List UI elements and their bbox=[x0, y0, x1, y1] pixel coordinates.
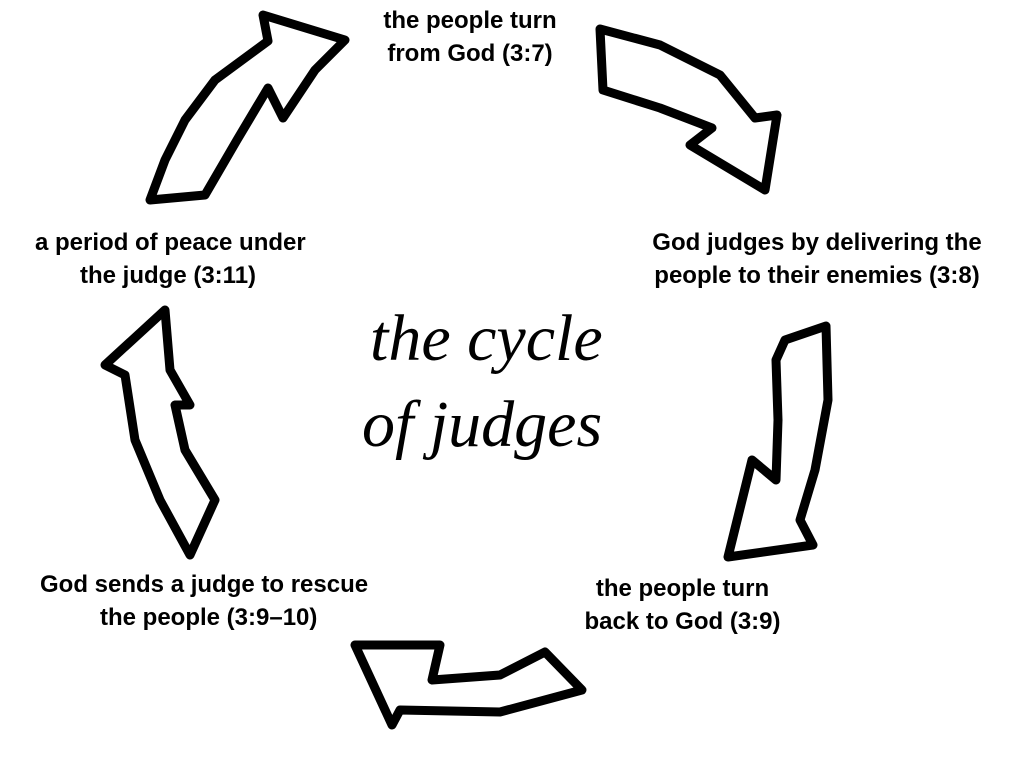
stage-turn-from-god: the people turn from God (3:7) bbox=[345, 4, 595, 70]
stage-line: from God (3:7) bbox=[387, 40, 553, 67]
stage-line: the people turn bbox=[383, 7, 557, 34]
stage-line: back to God (3:9) bbox=[584, 608, 781, 635]
stage-line: God sends a judge to rescue bbox=[40, 571, 369, 598]
curved-arrow-down-right-icon bbox=[595, 24, 782, 195]
diagram-title: the cycle of judges bbox=[362, 296, 603, 468]
stage-period-of-peace: a period of peace under the judge (3:11) bbox=[35, 226, 365, 292]
stage-line: the people (3:9–10) bbox=[100, 604, 318, 631]
stage-line: people to their enemies (3:8) bbox=[654, 262, 980, 289]
stage-line: a period of peace under bbox=[35, 229, 306, 256]
stage-line: the people turn bbox=[595, 575, 770, 602]
stage-turn-back-to-god: the people turn back to God (3:9) bbox=[560, 572, 805, 638]
curved-arrow-up-icon bbox=[100, 305, 220, 560]
curved-arrow-left-icon bbox=[350, 640, 587, 730]
title-line-1: the cycle bbox=[370, 302, 603, 375]
curved-arrow-down-icon bbox=[723, 321, 833, 562]
stage-line: God judges by delivering the bbox=[652, 229, 982, 256]
stage-judge-rescues: God sends a judge to rescue the people (… bbox=[40, 568, 445, 634]
title-line-2: of judges bbox=[362, 388, 603, 461]
stage-line: the judge (3:11) bbox=[80, 262, 257, 289]
curved-arrow-up-right-icon bbox=[145, 10, 350, 205]
stage-delivered-to-enemies: God judges by delivering the people to t… bbox=[612, 226, 1022, 292]
